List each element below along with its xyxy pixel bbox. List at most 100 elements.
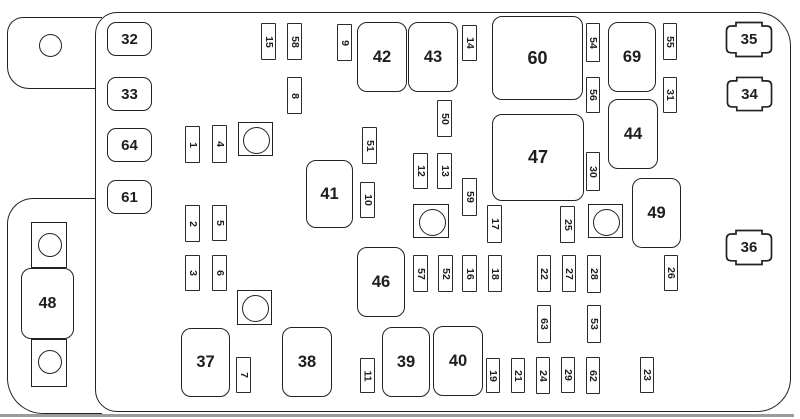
- connector-outline-icon: [726, 76, 773, 112]
- relay-47: 47: [492, 114, 584, 201]
- fuse-27: 27: [562, 255, 576, 292]
- relay-label: 60: [527, 47, 548, 68]
- fuse-label: 53: [588, 318, 600, 330]
- relay-49: 49: [632, 178, 681, 248]
- bolt-circle-icon: [243, 126, 270, 154]
- box-label: 32: [121, 30, 138, 48]
- fuse-9: 9: [337, 24, 352, 61]
- fuse-label: 6: [213, 270, 226, 276]
- box-32: 32: [107, 22, 152, 56]
- fuse-label: 62: [587, 369, 599, 382]
- fuse-label: 24: [537, 369, 549, 382]
- fuse-19: 19: [486, 358, 500, 393]
- box-label: 61: [121, 188, 138, 206]
- fuse-31: 31: [663, 77, 677, 113]
- fuse-8: 8: [287, 77, 302, 114]
- relay-label: 41: [320, 184, 339, 203]
- fuse-label: 18: [489, 267, 501, 280]
- bolt-icon: [588, 204, 623, 238]
- connector-36: 36: [725, 229, 773, 266]
- fuse-18: 18: [488, 255, 502, 292]
- fuse-label: 55: [664, 35, 676, 48]
- box-64: 64: [107, 128, 152, 162]
- relay-41: 41: [306, 160, 353, 228]
- bolt-icon: [237, 290, 272, 325]
- fuse-10: 10: [360, 182, 375, 218]
- fuse-label: 7: [237, 372, 250, 378]
- fuse-28: 28: [587, 255, 601, 293]
- fuse-3: 3: [185, 255, 200, 291]
- connector-label: 36: [740, 239, 758, 256]
- fuse-label: 56: [587, 89, 599, 101]
- relay-label: 38: [297, 352, 317, 371]
- relay-37: 37: [181, 328, 230, 397]
- fuse-13: 13: [437, 153, 452, 189]
- fuse-label: 15: [262, 35, 275, 48]
- fuse-label: 13: [438, 165, 451, 177]
- connector-34: 34: [726, 76, 773, 112]
- relay-44: 44: [608, 99, 658, 169]
- box-33: 33: [107, 77, 152, 111]
- relay-40: 40: [433, 326, 483, 396]
- fuse-label: 11: [361, 369, 374, 382]
- fuse-label: 54: [587, 36, 599, 49]
- fuse-23: 23: [640, 357, 654, 393]
- relay-43: 43: [408, 22, 458, 92]
- fuse-12: 12: [413, 153, 428, 189]
- relay-38: 38: [282, 327, 332, 397]
- fuse-24: 24: [536, 357, 550, 394]
- fuse-label: 16: [463, 267, 476, 280]
- relay-46: 46: [357, 247, 405, 317]
- relay-label: 46: [371, 272, 391, 291]
- connector-35: 35: [725, 21, 773, 58]
- fuse-label: 23: [641, 369, 653, 381]
- fuse-label: 59: [463, 191, 476, 203]
- fuse-50: 50: [437, 100, 452, 137]
- fuse-label: 27: [563, 267, 575, 280]
- bolt-circle-icon: [418, 208, 446, 236]
- fuse-label: 28: [588, 268, 600, 280]
- fuse-label: 12: [414, 165, 427, 177]
- relay-label: 47: [527, 147, 549, 167]
- megafuse-terminal-top: [31, 222, 67, 268]
- connector-label: 34: [741, 85, 758, 103]
- fuse-label: 3: [186, 270, 199, 276]
- fuse-label: 8: [288, 92, 301, 99]
- box-label: 33: [121, 85, 138, 103]
- fuse-label: 63: [538, 318, 550, 330]
- bolt-circle-icon: [593, 208, 620, 236]
- fuse-55: 55: [663, 23, 677, 60]
- relay-label: 69: [622, 47, 642, 66]
- relay-label: 39: [396, 352, 416, 371]
- bolt-circle-icon: [242, 295, 269, 322]
- fuse-15: 15: [261, 23, 276, 60]
- fuse-11: 11: [360, 358, 375, 393]
- box-61: 61: [107, 180, 152, 214]
- mounting-tab-top: [7, 17, 102, 89]
- fuse-label: 17: [488, 218, 501, 230]
- relay-label: 40: [448, 351, 468, 370]
- fuse-label: 5: [213, 220, 226, 226]
- fuse-label: 9: [338, 39, 351, 46]
- fuse-label: 14: [463, 37, 476, 49]
- fuse-1: 1: [185, 126, 200, 163]
- fuse-22: 22: [537, 255, 551, 292]
- fuse-label: 57: [414, 267, 427, 280]
- connector-outline-icon: [725, 229, 773, 266]
- fuse-29: 29: [561, 357, 575, 393]
- fuse-4: 4: [212, 125, 227, 163]
- fuse-label: 30: [587, 165, 599, 178]
- relay-label: 37: [196, 353, 215, 371]
- fuse-17: 17: [487, 205, 502, 243]
- fuse-6: 6: [212, 255, 227, 291]
- relay-label: 44: [623, 124, 643, 143]
- connector-label: 35: [740, 31, 758, 48]
- megafuse-48: 48: [21, 268, 74, 339]
- bottom-rule: [0, 414, 794, 417]
- fuse-54: 54: [586, 23, 600, 62]
- fuse-label: 2: [186, 220, 199, 227]
- fuse-label: 58: [288, 35, 301, 48]
- fuse-label: 52: [439, 267, 452, 280]
- bolt-icon: [238, 122, 273, 156]
- fuse-label: 50: [438, 112, 451, 125]
